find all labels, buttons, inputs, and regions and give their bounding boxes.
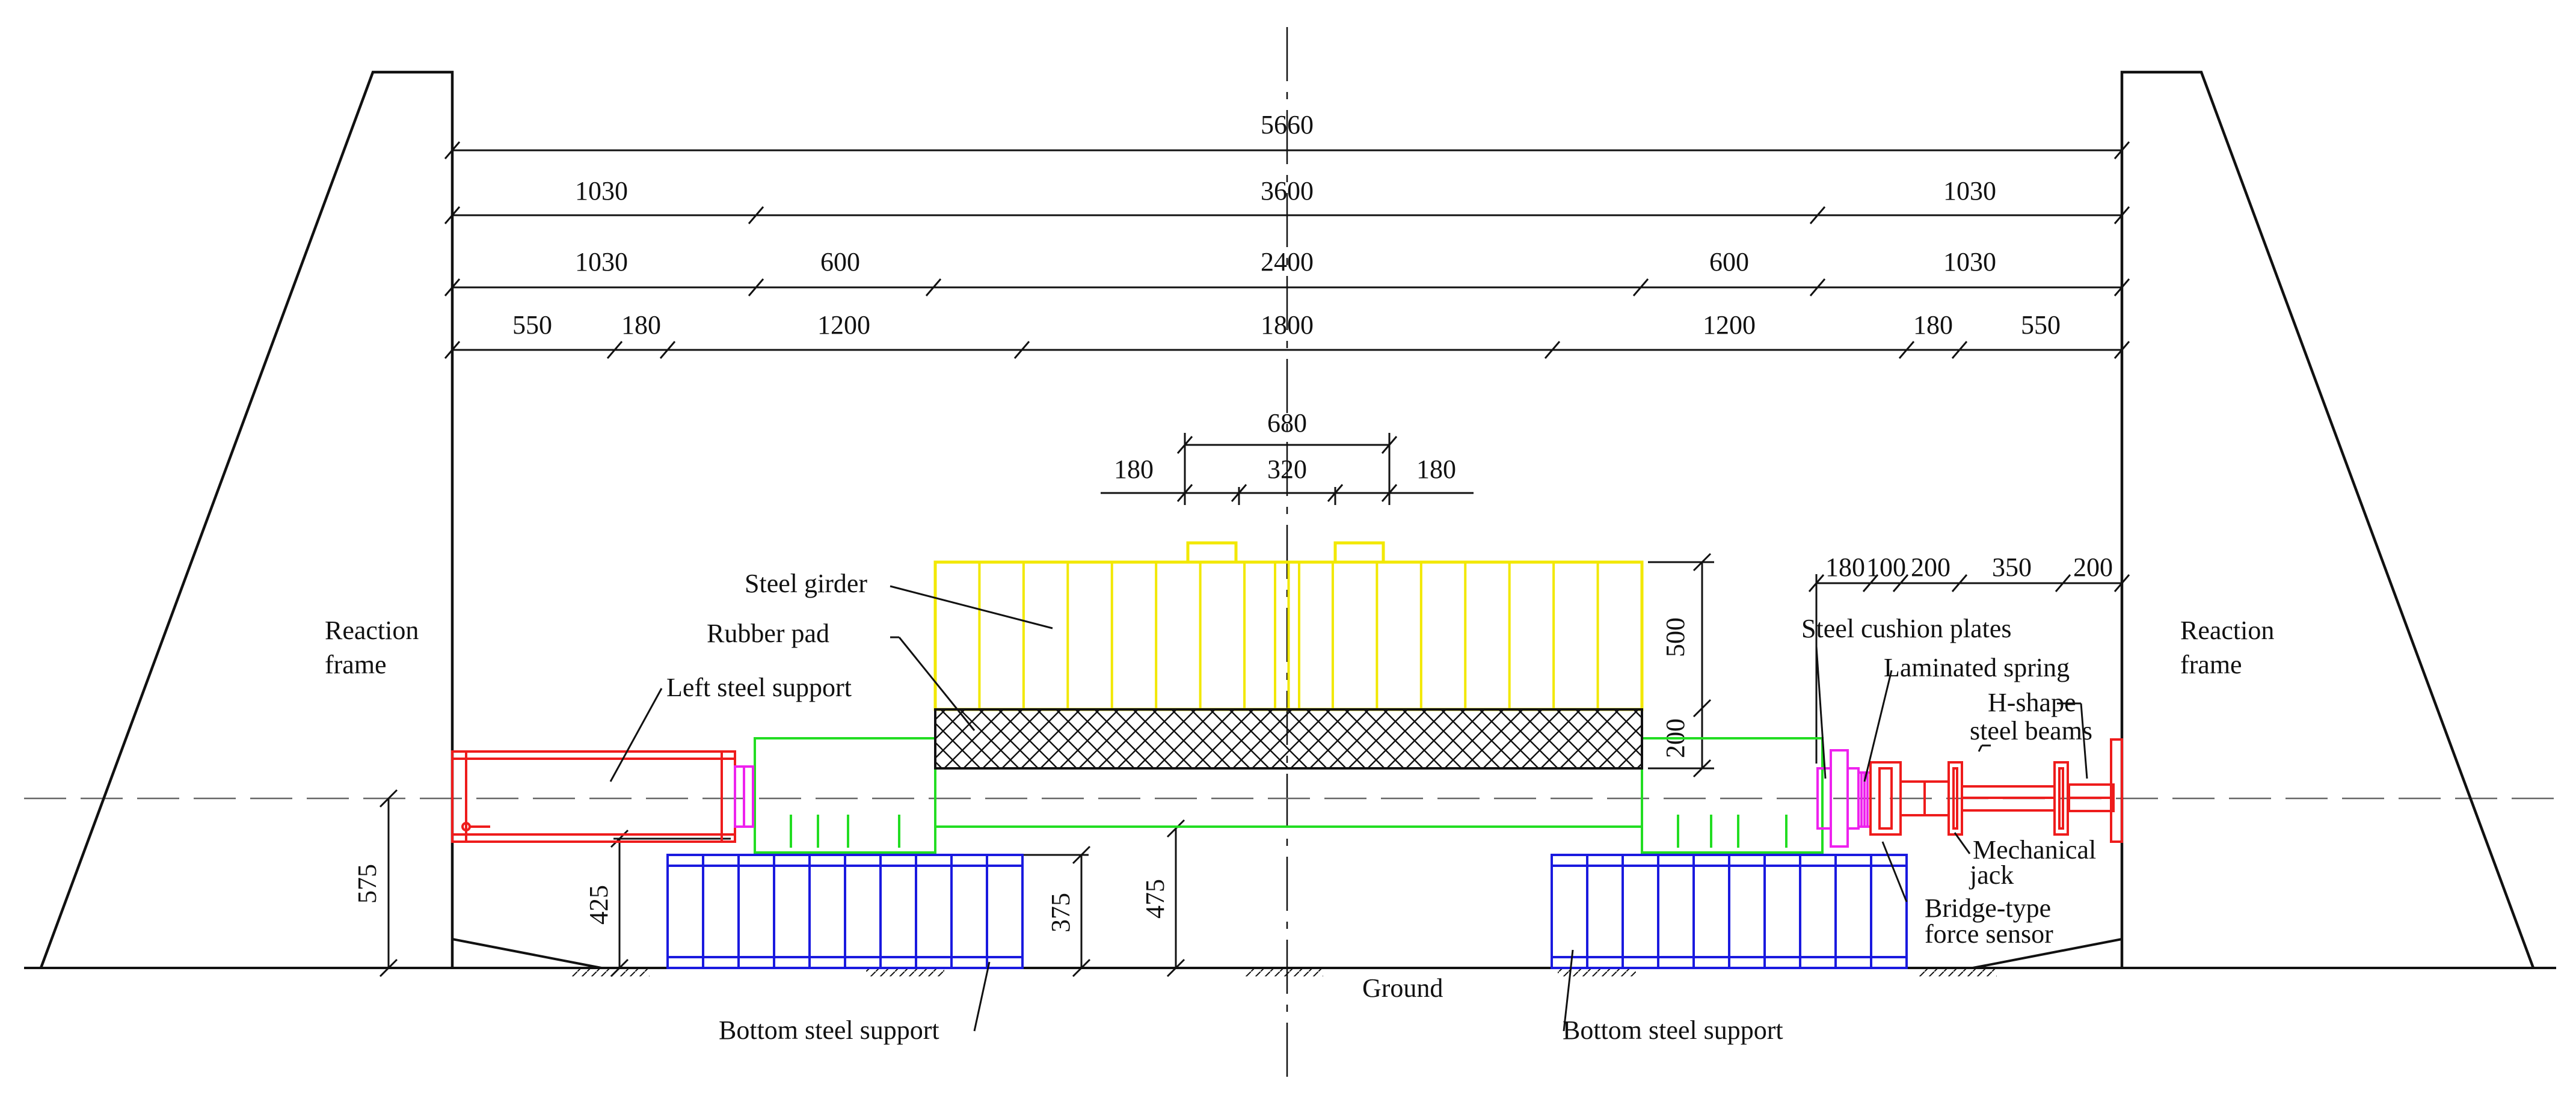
mechanical-jack — [1962, 785, 2055, 812]
dim-stack-e: 200 — [2073, 553, 2113, 582]
ground-line — [24, 967, 2556, 976]
dim-stack-d: 350 — [1992, 553, 2032, 582]
dim-bottom-support-height: 375 — [1046, 893, 1075, 932]
label-ground: Ground — [1362, 973, 1443, 1003]
dim-girder-left: 180 — [1114, 455, 1154, 484]
dim-row3-l2: 600 — [820, 247, 860, 277]
label-h-shape-2: steel beams — [1970, 716, 2092, 745]
dim-row3-r2: 600 — [1709, 247, 1749, 277]
label-bottom-support-left: Bottom steel support — [719, 1015, 939, 1045]
dim-girder-overall: 680 — [1267, 408, 1307, 438]
label-left-steel-support: Left steel support — [666, 673, 852, 702]
reaction-frame-left — [39, 70, 602, 969]
label-bottom-support-right: Bottom steel support — [1563, 1015, 1783, 1045]
dim-total: 5660 — [1261, 110, 1314, 139]
dim-stack-c: 200 — [1911, 553, 1950, 582]
label-steel-girder: Steel girder — [745, 569, 867, 598]
dim-girder-mid: 320 — [1267, 455, 1307, 484]
dim-row2-left: 1030 — [575, 176, 628, 206]
label-reaction-frame-right-1: Reaction — [2180, 616, 2274, 645]
dim-girder-right: 180 — [1416, 455, 1456, 484]
label-reaction-frame-left-1: Reaction — [325, 616, 419, 645]
dim-frame-height: 475 — [1140, 879, 1170, 919]
dim-row4-b: 180 — [621, 310, 661, 340]
dim-row3-l1: 1030 — [575, 247, 628, 277]
h-shape-steel-beams — [1947, 738, 2123, 843]
leader-lines — [609, 585, 2088, 1032]
girder-stiffeners — [978, 562, 1599, 709]
label-rubber-pad: Rubber pad — [707, 619, 829, 648]
dim-row4-c: 1200 — [817, 310, 870, 340]
dim-row4-a: 550 — [512, 310, 552, 340]
label-h-shape-1: H-shape — [1988, 688, 2076, 717]
dim-row2-mid: 3600 — [1261, 176, 1314, 206]
label-mechanical-jack-2: jack — [1969, 860, 2014, 890]
label-laminated-spring: Laminated spring — [1884, 653, 2070, 682]
dim-row4-d: 1800 — [1261, 310, 1314, 340]
left-steel-support — [451, 750, 736, 843]
dim-row2-right: 1030 — [1943, 176, 1996, 206]
bridge-type-force-sensor — [1869, 761, 1949, 836]
reaction-frame-right — [1972, 70, 2535, 969]
dim-row4-e: 1200 — [1703, 310, 1756, 340]
label-reaction-frame-right-2: frame — [2180, 650, 2242, 679]
dim-row3-mid: 2400 — [1261, 247, 1314, 277]
green-load-frame — [754, 737, 1824, 854]
dim-left-support-height: 425 — [584, 885, 613, 925]
dim-row3-r1: 1030 — [1943, 247, 1996, 277]
bottom-support-ribs — [702, 855, 1872, 968]
dim-row4-f: 180 — [1913, 310, 1953, 340]
label-force-sensor-1: Bridge-type — [1925, 893, 2051, 923]
label-reaction-frame-left-2: frame — [325, 650, 387, 679]
dimension-labels: 5660 1030 3600 1030 1030 600 2400 600 10… — [352, 110, 2113, 932]
component-labels: Reaction frame Reaction frame Steel gird… — [325, 569, 2274, 1045]
label-force-sensor-2: force sensor — [1925, 919, 2053, 949]
dim-stack-b: 100 — [1866, 553, 1906, 582]
dim-axis-height: 575 — [352, 864, 382, 904]
dim-girder-height: 500 — [1661, 617, 1690, 657]
rubber-pad — [934, 708, 1643, 770]
dim-stack-a: 180 — [1825, 553, 1865, 582]
label-mechanical-jack-1: Mechanical — [1973, 835, 2096, 865]
label-steel-cushion-plates: Steel cushion plates — [1801, 614, 2012, 643]
dimension-lines — [379, 138, 2130, 978]
left-cushion-plate — [734, 765, 754, 828]
dim-row4-g: 550 — [2021, 310, 2061, 340]
